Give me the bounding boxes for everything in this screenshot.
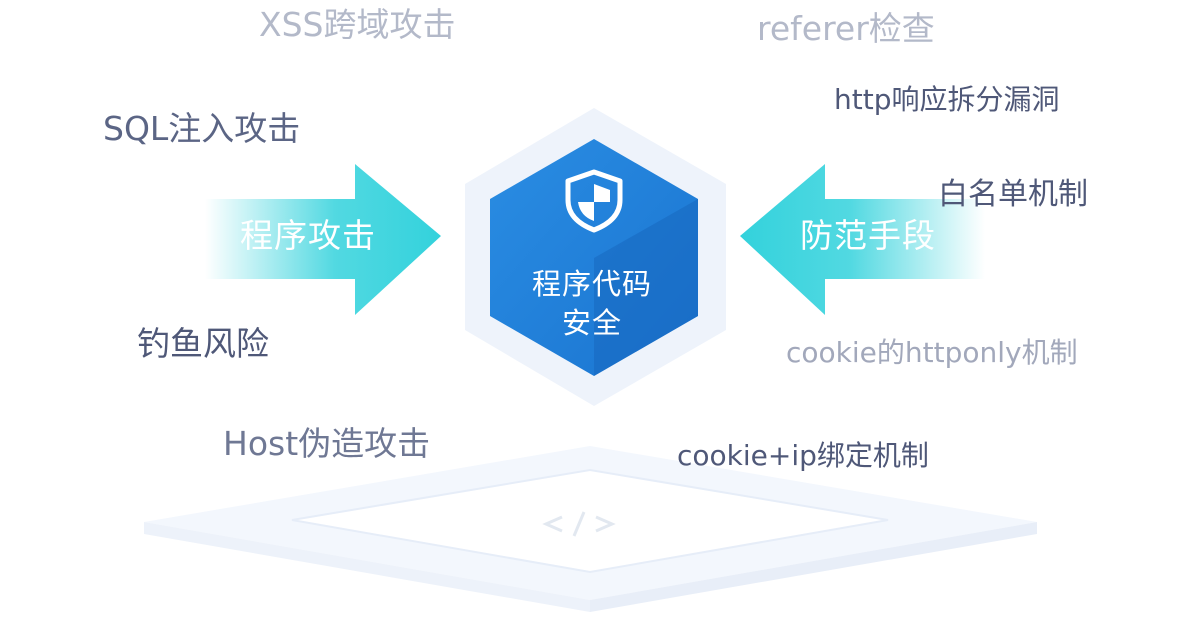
defense-http-split-label: http响应拆分漏洞 [834, 83, 1060, 116]
defense-cookie-ip-label: cookie+ip绑定机制 [677, 439, 929, 472]
attack-arrow [205, 164, 441, 315]
center-title-line1: 程序代码 [531, 267, 652, 301]
code-platform [144, 446, 1037, 612]
defense-referer-label: referer检查 [757, 9, 935, 48]
attack-phishing-label: 钓鱼风险 [137, 324, 269, 363]
attack-arrow-label: 程序攻击 [240, 216, 376, 255]
shield-icon [565, 169, 623, 233]
attack-host-label: Host伪造攻击 [223, 424, 431, 463]
center-title-line2: 安全 [561, 306, 622, 340]
code-icon [542, 511, 616, 537]
defense-arrow-label: 防范手段 [800, 216, 936, 255]
code-security-hexagon [490, 139, 698, 376]
attack-xss-label: XSS跨域攻击 [259, 5, 456, 44]
defense-arrow [740, 164, 985, 315]
attack-sql-label: SQL注入攻击 [103, 109, 301, 148]
defense-httponly-label: cookie的httponly机制 [786, 336, 1078, 369]
defense-whitelist-label: 白名单机制 [938, 177, 1088, 212]
